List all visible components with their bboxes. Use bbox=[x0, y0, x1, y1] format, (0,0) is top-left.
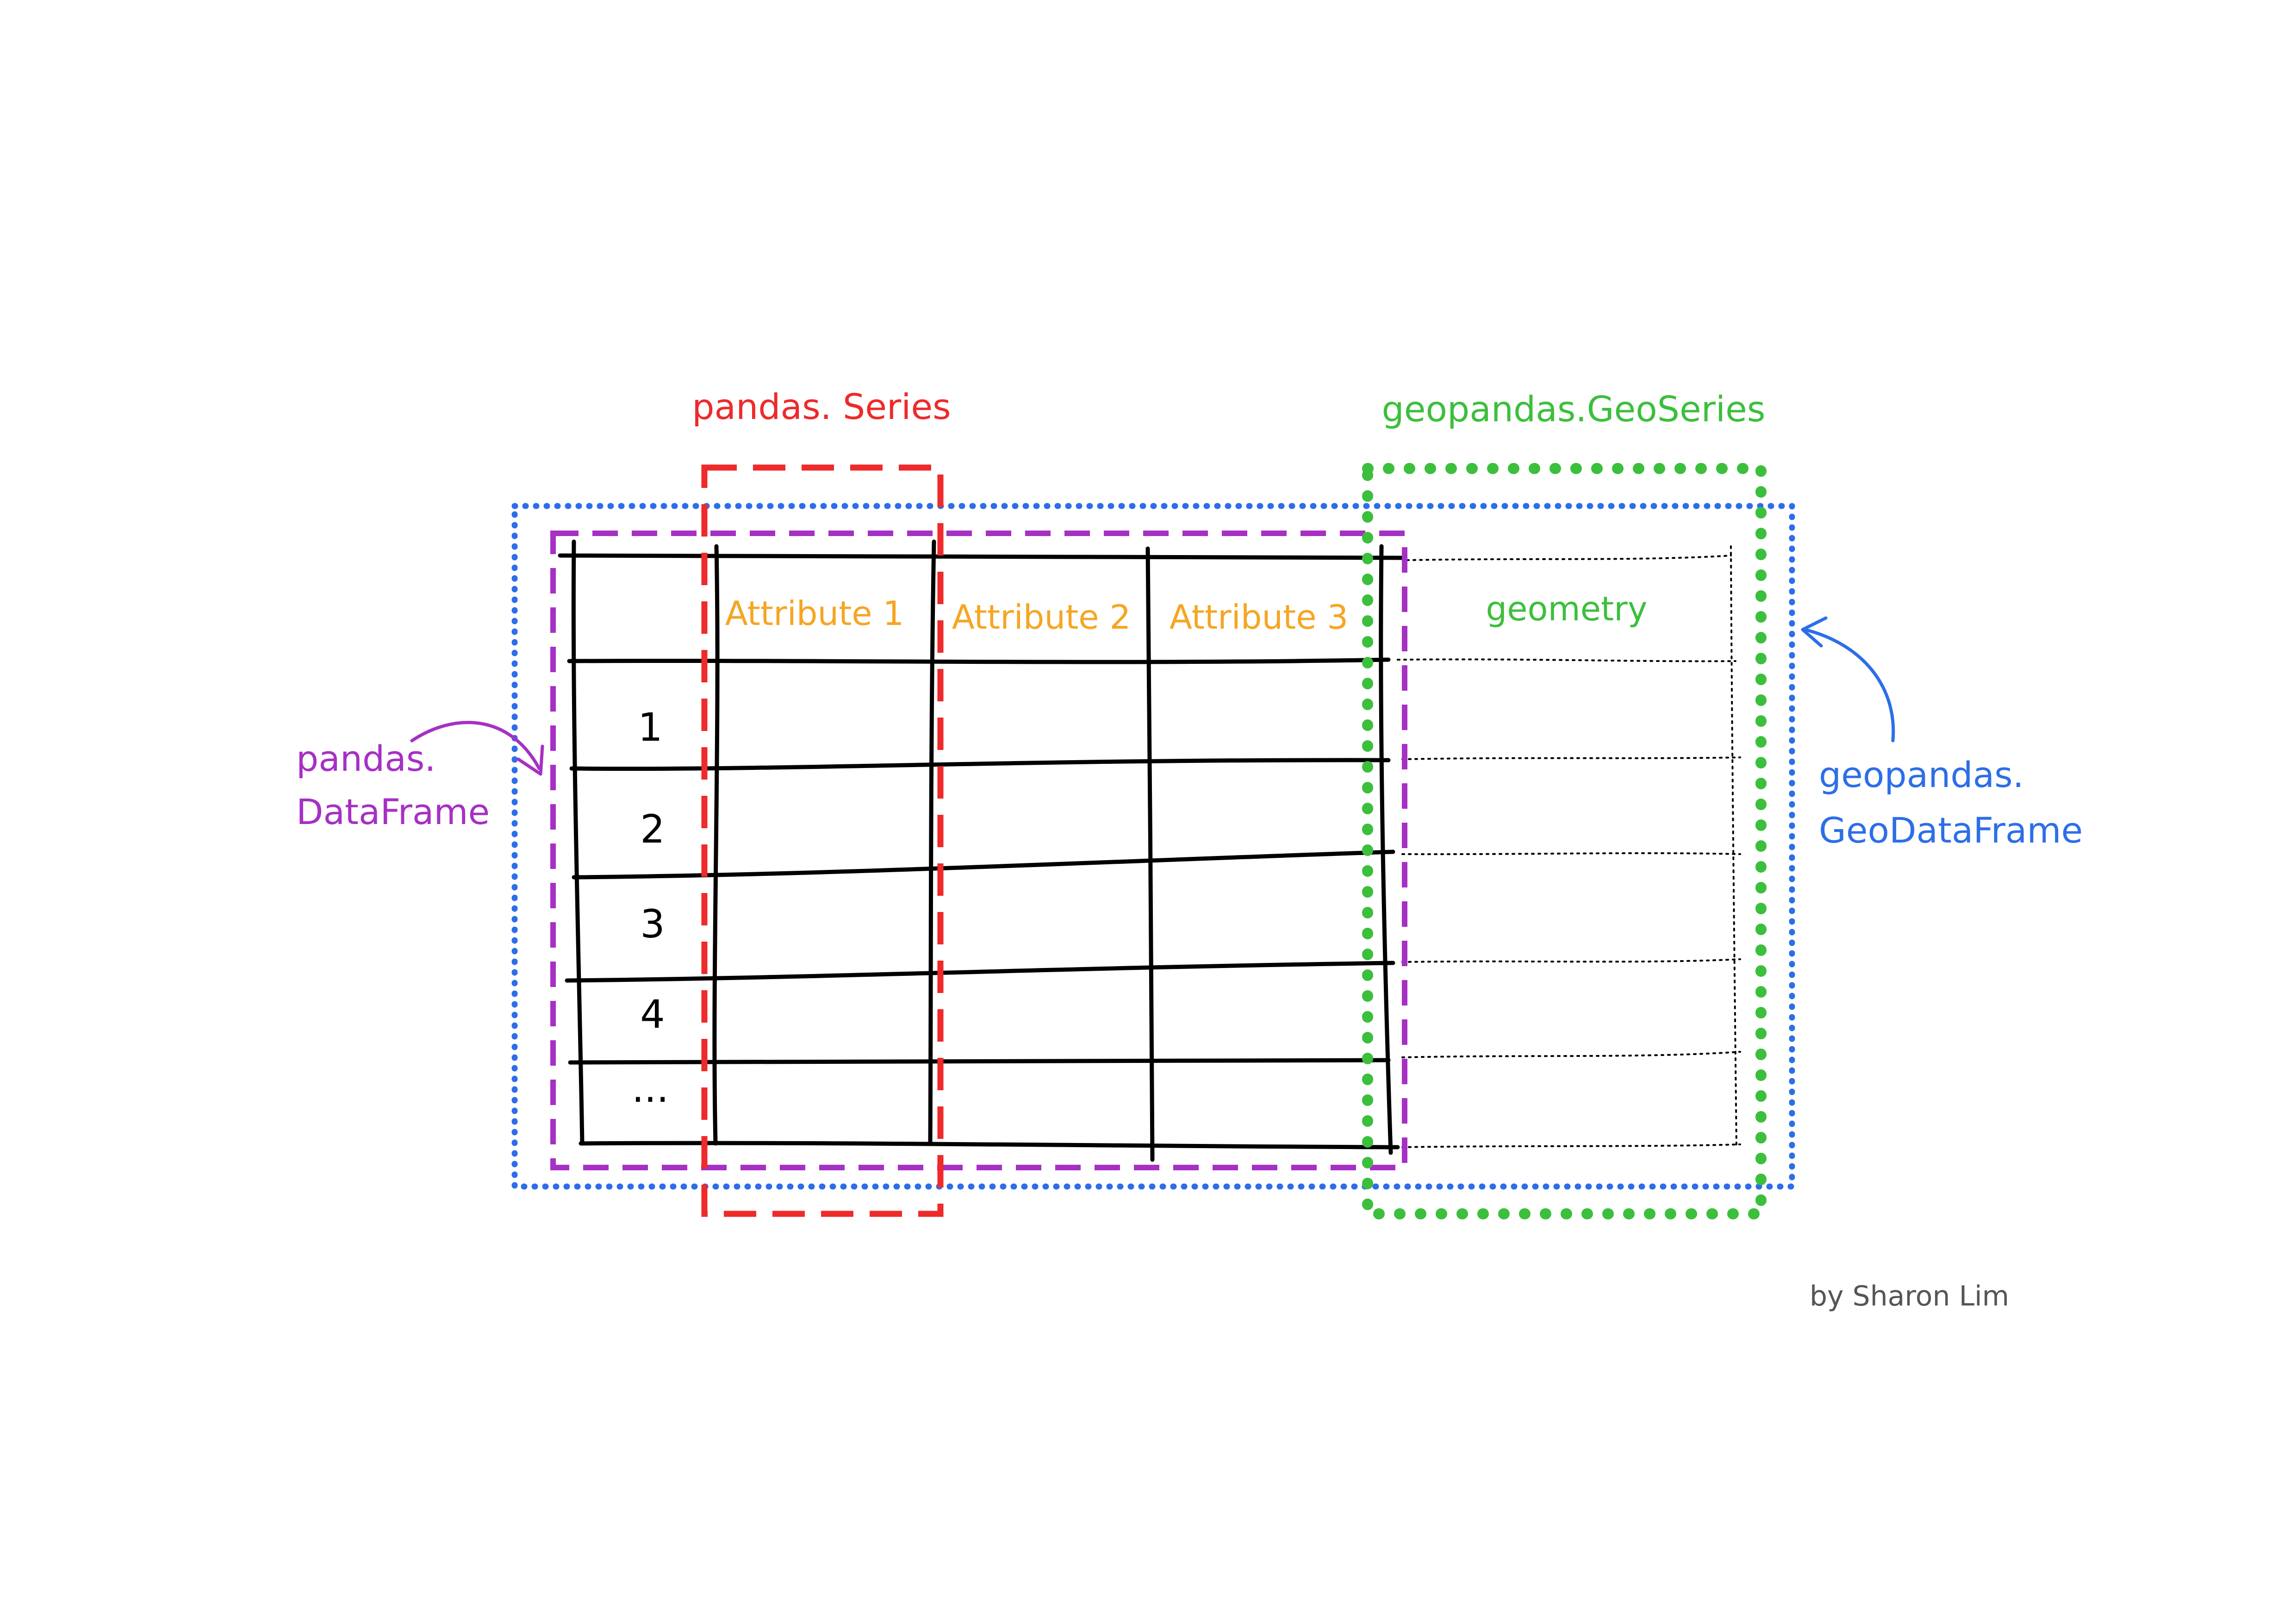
grid-line-top bbox=[558, 553, 1405, 560]
geodataframe-label-line2: GeoDataFrame bbox=[1819, 810, 2083, 851]
grid-line-col2 bbox=[928, 539, 936, 1146]
attribute-3-header: Attribute 3 bbox=[1170, 598, 1349, 637]
geometry-line-bottom bbox=[1401, 1143, 1741, 1148]
series-boundary bbox=[701, 464, 944, 1217]
geometry-line-row4 bbox=[1401, 1051, 1741, 1058]
row-index-3: 3 bbox=[640, 901, 665, 947]
grid-line-bottom bbox=[579, 1141, 1400, 1149]
geoseries-boundary bbox=[1362, 463, 1767, 1219]
geometry-line-header bbox=[1397, 658, 1736, 662]
dataframe-arrow bbox=[410, 721, 544, 776]
credit-text: by Sharon Lim bbox=[1810, 1280, 2009, 1312]
grid-line-col4 bbox=[1379, 544, 1393, 1155]
geometry-header: geometry bbox=[1486, 589, 1648, 628]
grid-line-row3 bbox=[565, 961, 1395, 983]
geometry-column-grid bbox=[1397, 545, 1741, 1149]
table-grid bbox=[558, 539, 1405, 1162]
grid-line-col3 bbox=[1145, 546, 1155, 1162]
attribute-1-header: Attribute 1 bbox=[725, 594, 904, 633]
dataframe-label-line2: DataFrame bbox=[296, 791, 490, 832]
grid-line-row2 bbox=[572, 849, 1395, 880]
grid-line-col1 bbox=[712, 544, 720, 1146]
geometry-line-right bbox=[1730, 545, 1737, 1149]
geoseries-label: geopandas.GeoSeries bbox=[1382, 388, 1766, 430]
geometry-line-top bbox=[1406, 555, 1732, 561]
attribute-2-header: Attribute 2 bbox=[952, 598, 1131, 637]
geometry-line-row1 bbox=[1401, 756, 1741, 760]
row-index-4: 4 bbox=[640, 992, 665, 1037]
grid-line-row1 bbox=[569, 758, 1391, 771]
geodataframe-boundary bbox=[511, 503, 1795, 1190]
dataframe-boundary bbox=[550, 531, 1407, 1170]
grid-line-header bbox=[567, 657, 1391, 664]
grid-line-row4 bbox=[568, 1058, 1391, 1065]
geometry-line-row2 bbox=[1401, 852, 1741, 856]
geodataframe-label-line1: geopandas. bbox=[1819, 754, 2024, 795]
geodataframe-arrow bbox=[1801, 616, 1895, 743]
row-index-1: 1 bbox=[638, 705, 662, 750]
grid-line-col0 bbox=[571, 539, 585, 1146]
series-label: pandas. Series bbox=[692, 386, 951, 427]
geometry-line-row3 bbox=[1401, 958, 1741, 963]
dataframe-label-line1: pandas. bbox=[296, 738, 436, 779]
row-index-2: 2 bbox=[640, 806, 665, 852]
row-index-ellipsis: ... bbox=[632, 1066, 669, 1111]
